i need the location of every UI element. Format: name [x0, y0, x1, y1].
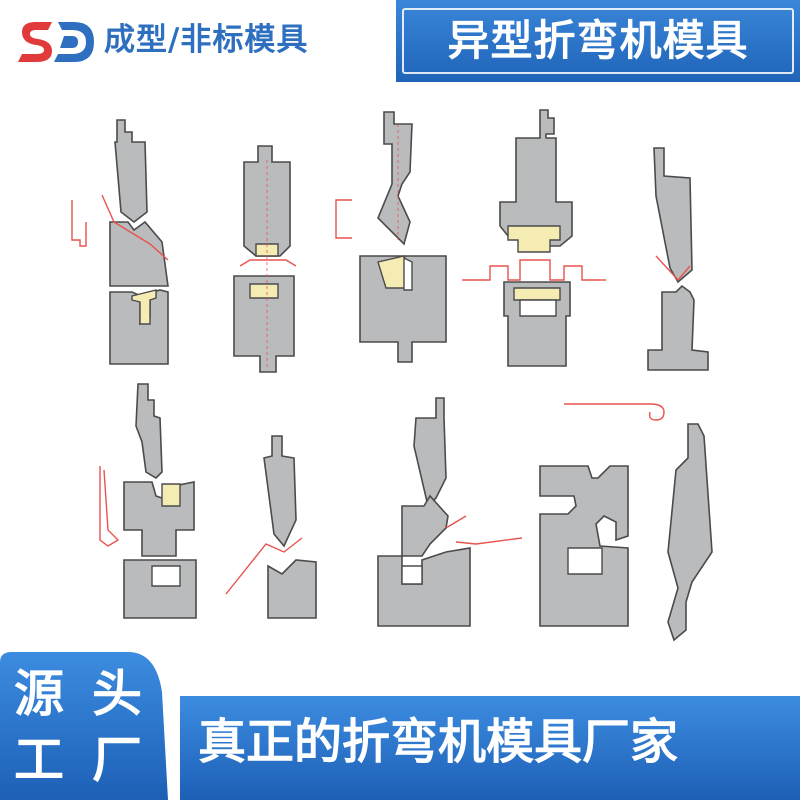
- sd-logo-icon: [18, 22, 94, 62]
- die-set-1: [71, 119, 169, 365]
- die-set-4: [462, 109, 606, 367]
- die-set-9: [539, 403, 665, 627]
- slogan-left-line2: 工厂: [14, 731, 170, 789]
- title-banner: 异型折弯机模具: [396, 0, 800, 82]
- slogan-badge-shape: [0, 652, 168, 800]
- slogan-left-badge: 源头 工厂: [0, 652, 168, 800]
- die-set-7: [225, 435, 317, 619]
- die-set-2: [233, 145, 352, 373]
- title-banner-frame: [402, 8, 794, 74]
- slogan-right-banner: 真正的折弯机模具厂家: [180, 696, 800, 800]
- logo-area: 成型/非标模具: [0, 0, 396, 82]
- die-set-10: [667, 423, 713, 642]
- die-set-5: [647, 147, 709, 371]
- die-set-8: [377, 397, 523, 627]
- die-set-6: [99, 383, 197, 619]
- header: 成型/非标模具 异型折弯机模具: [0, 0, 800, 82]
- page-title: 异型折弯机模具: [447, 16, 749, 65]
- die-set-3: [359, 111, 447, 363]
- slogan-left-line1: 源头: [14, 665, 170, 723]
- logo-text: 成型/非标模具: [104, 22, 309, 58]
- slogan-right-text: 真正的折弯机模具厂家: [198, 714, 679, 770]
- footer: 源头 工厂 真正的折弯机模具厂家: [0, 652, 800, 800]
- die-drawings: [71, 109, 713, 642]
